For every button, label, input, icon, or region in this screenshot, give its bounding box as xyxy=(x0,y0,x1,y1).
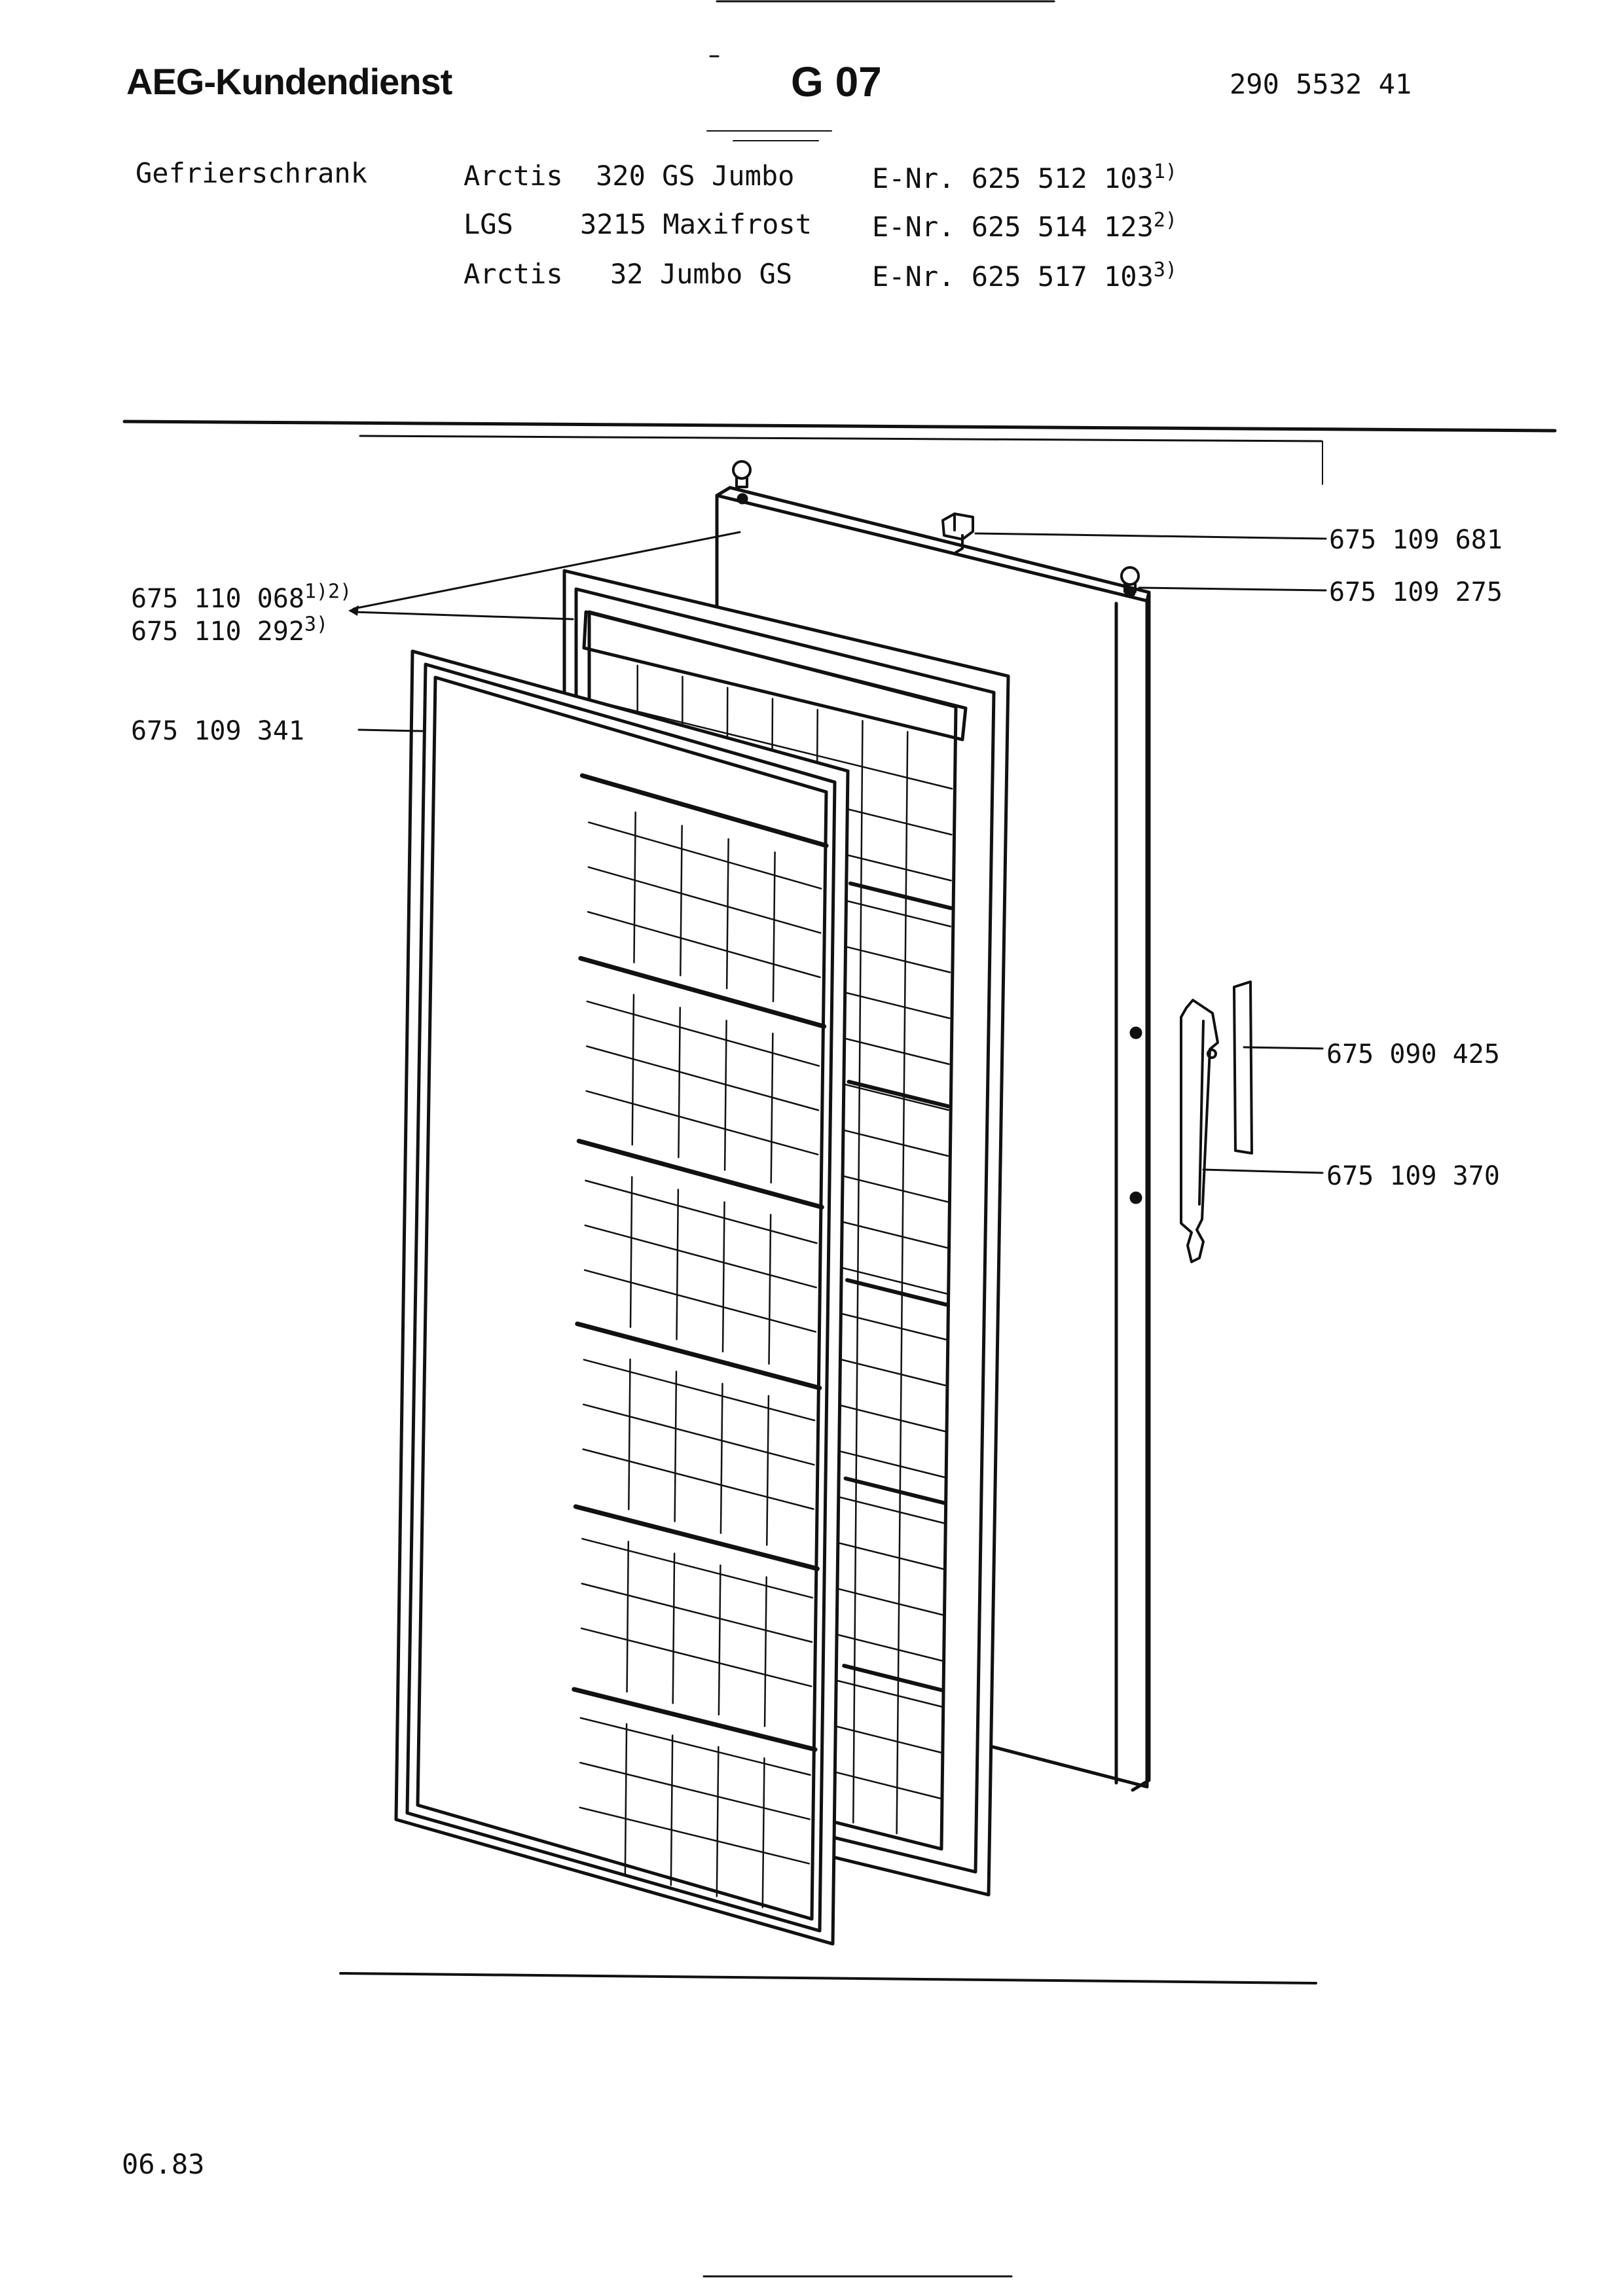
grid-line xyxy=(676,1189,680,1340)
shelf-bar xyxy=(842,1664,944,1693)
grid-line xyxy=(761,1757,765,1909)
grid-line xyxy=(772,851,776,1003)
shelf-bar xyxy=(576,1138,824,1210)
grid-line xyxy=(670,1734,674,1886)
model-line-3: Arctis xyxy=(464,258,563,290)
grid-line xyxy=(763,1576,767,1727)
grid-line xyxy=(586,1000,820,1067)
shelf-bar xyxy=(579,773,829,848)
grid-line xyxy=(587,911,821,978)
leader-lines xyxy=(352,531,1327,1174)
part-label-inner-panel-1: 675 110 0681)2) xyxy=(131,580,352,614)
grid-line xyxy=(579,1761,811,1820)
footnote-mark: 1) xyxy=(1153,160,1177,183)
shelf-bar xyxy=(848,881,953,910)
grid-line xyxy=(725,838,729,990)
shelf-bar xyxy=(572,1687,818,1752)
grid-line xyxy=(585,1179,818,1244)
model-line-2: LGS xyxy=(464,208,513,240)
part-label-door-gasket: 675 109 341 xyxy=(131,716,304,746)
handle-strip-icon xyxy=(1233,980,1253,1155)
model-name-2: 3215 Maxifrost xyxy=(580,208,812,240)
part-label-handle-strip: 675 090 425 xyxy=(1326,1039,1500,1069)
model-enr-1: E-Nr. 625 512 1031) xyxy=(872,160,1177,195)
grid-line xyxy=(672,1552,676,1704)
part-label-inner-panel-2: 675 110 2923) xyxy=(131,615,328,647)
footnote-mark: 2) xyxy=(1153,209,1177,232)
sheet-code: G 07 xyxy=(791,58,882,105)
front-shelf-grid xyxy=(572,773,829,1909)
document-number: 290 5532 41 xyxy=(1230,68,1412,100)
grid-line xyxy=(631,994,635,1146)
grid-line xyxy=(678,1007,682,1158)
footnote-mark: 3) xyxy=(1153,259,1177,281)
part-number: 675 110 068 xyxy=(131,584,304,614)
grid-line xyxy=(591,699,953,790)
grid-line xyxy=(723,1019,727,1171)
grid-line xyxy=(680,825,683,977)
shelf-bar xyxy=(573,1504,820,1571)
grid-line xyxy=(581,1583,813,1643)
shelf-bar xyxy=(845,1278,949,1307)
grid-line xyxy=(584,1224,817,1289)
enr-text: E-Nr. 625 517 103 xyxy=(872,260,1154,293)
grid-line xyxy=(720,1382,723,1534)
shelf-bar xyxy=(575,1321,822,1391)
grid-line xyxy=(587,866,822,934)
grid-line xyxy=(580,1627,812,1687)
model-enr-2: E-Nr. 625 514 1232) xyxy=(872,211,1177,243)
grid-line xyxy=(588,821,822,889)
part-number: 675 110 292 xyxy=(131,617,304,647)
grid-line xyxy=(581,1537,814,1599)
hinge-bushing-icon xyxy=(941,512,974,554)
footer-date: 06.83 xyxy=(122,2148,205,2180)
shelf-bar xyxy=(847,1079,951,1109)
grid-line xyxy=(633,811,636,963)
model-line-1: Arctis xyxy=(464,160,563,192)
model-enr-3: E-Nr. 625 517 1033) xyxy=(872,260,1177,293)
grid-line xyxy=(586,1045,820,1111)
door-gasket xyxy=(394,649,850,1946)
model-name-1: 320 GS Jumbo xyxy=(596,160,795,192)
shelf-bar xyxy=(578,956,827,1029)
grid-line xyxy=(626,1541,630,1693)
grid-line xyxy=(624,1723,628,1875)
cap-screw-icon xyxy=(732,460,1140,593)
grid-line xyxy=(582,1448,814,1510)
grid-line xyxy=(583,1359,816,1422)
footnote-mark: 1)2) xyxy=(304,580,352,603)
grid-line xyxy=(674,1371,678,1522)
model-name-3: 32 Jumbo GS xyxy=(610,258,793,290)
grid-line xyxy=(768,1213,772,1365)
enr-text: E-Nr. 625 514 123 xyxy=(872,211,1154,243)
appliance-type: Gefrierschrank xyxy=(136,157,368,189)
grid-line xyxy=(583,1403,815,1466)
grid-line xyxy=(718,1564,721,1716)
part-label-cap-screw: 675 109 275 xyxy=(1329,577,1503,607)
part-label-hinge-bushing: 675 109 681 xyxy=(1329,525,1503,555)
grid-line xyxy=(585,1090,819,1156)
separator-line xyxy=(122,420,1557,433)
grid-line xyxy=(629,1176,633,1328)
brand-title: AEG-Kundendienst xyxy=(126,61,452,102)
enr-text: E-Nr. 625 512 103 xyxy=(872,162,1154,194)
grid-line xyxy=(716,1746,720,1897)
grid-line xyxy=(770,1032,774,1184)
grid-line xyxy=(583,1269,817,1333)
grid-line xyxy=(579,1717,811,1776)
shelf-bar xyxy=(843,1476,946,1505)
grid-line xyxy=(766,1395,770,1546)
grid-line xyxy=(721,1201,725,1353)
grid-line xyxy=(628,1358,631,1511)
part-label-handle: 675 109 370 xyxy=(1326,1161,1500,1191)
handle-icon xyxy=(1180,999,1219,1263)
footnote-mark: 3) xyxy=(304,613,329,636)
grid-line xyxy=(579,1806,811,1865)
